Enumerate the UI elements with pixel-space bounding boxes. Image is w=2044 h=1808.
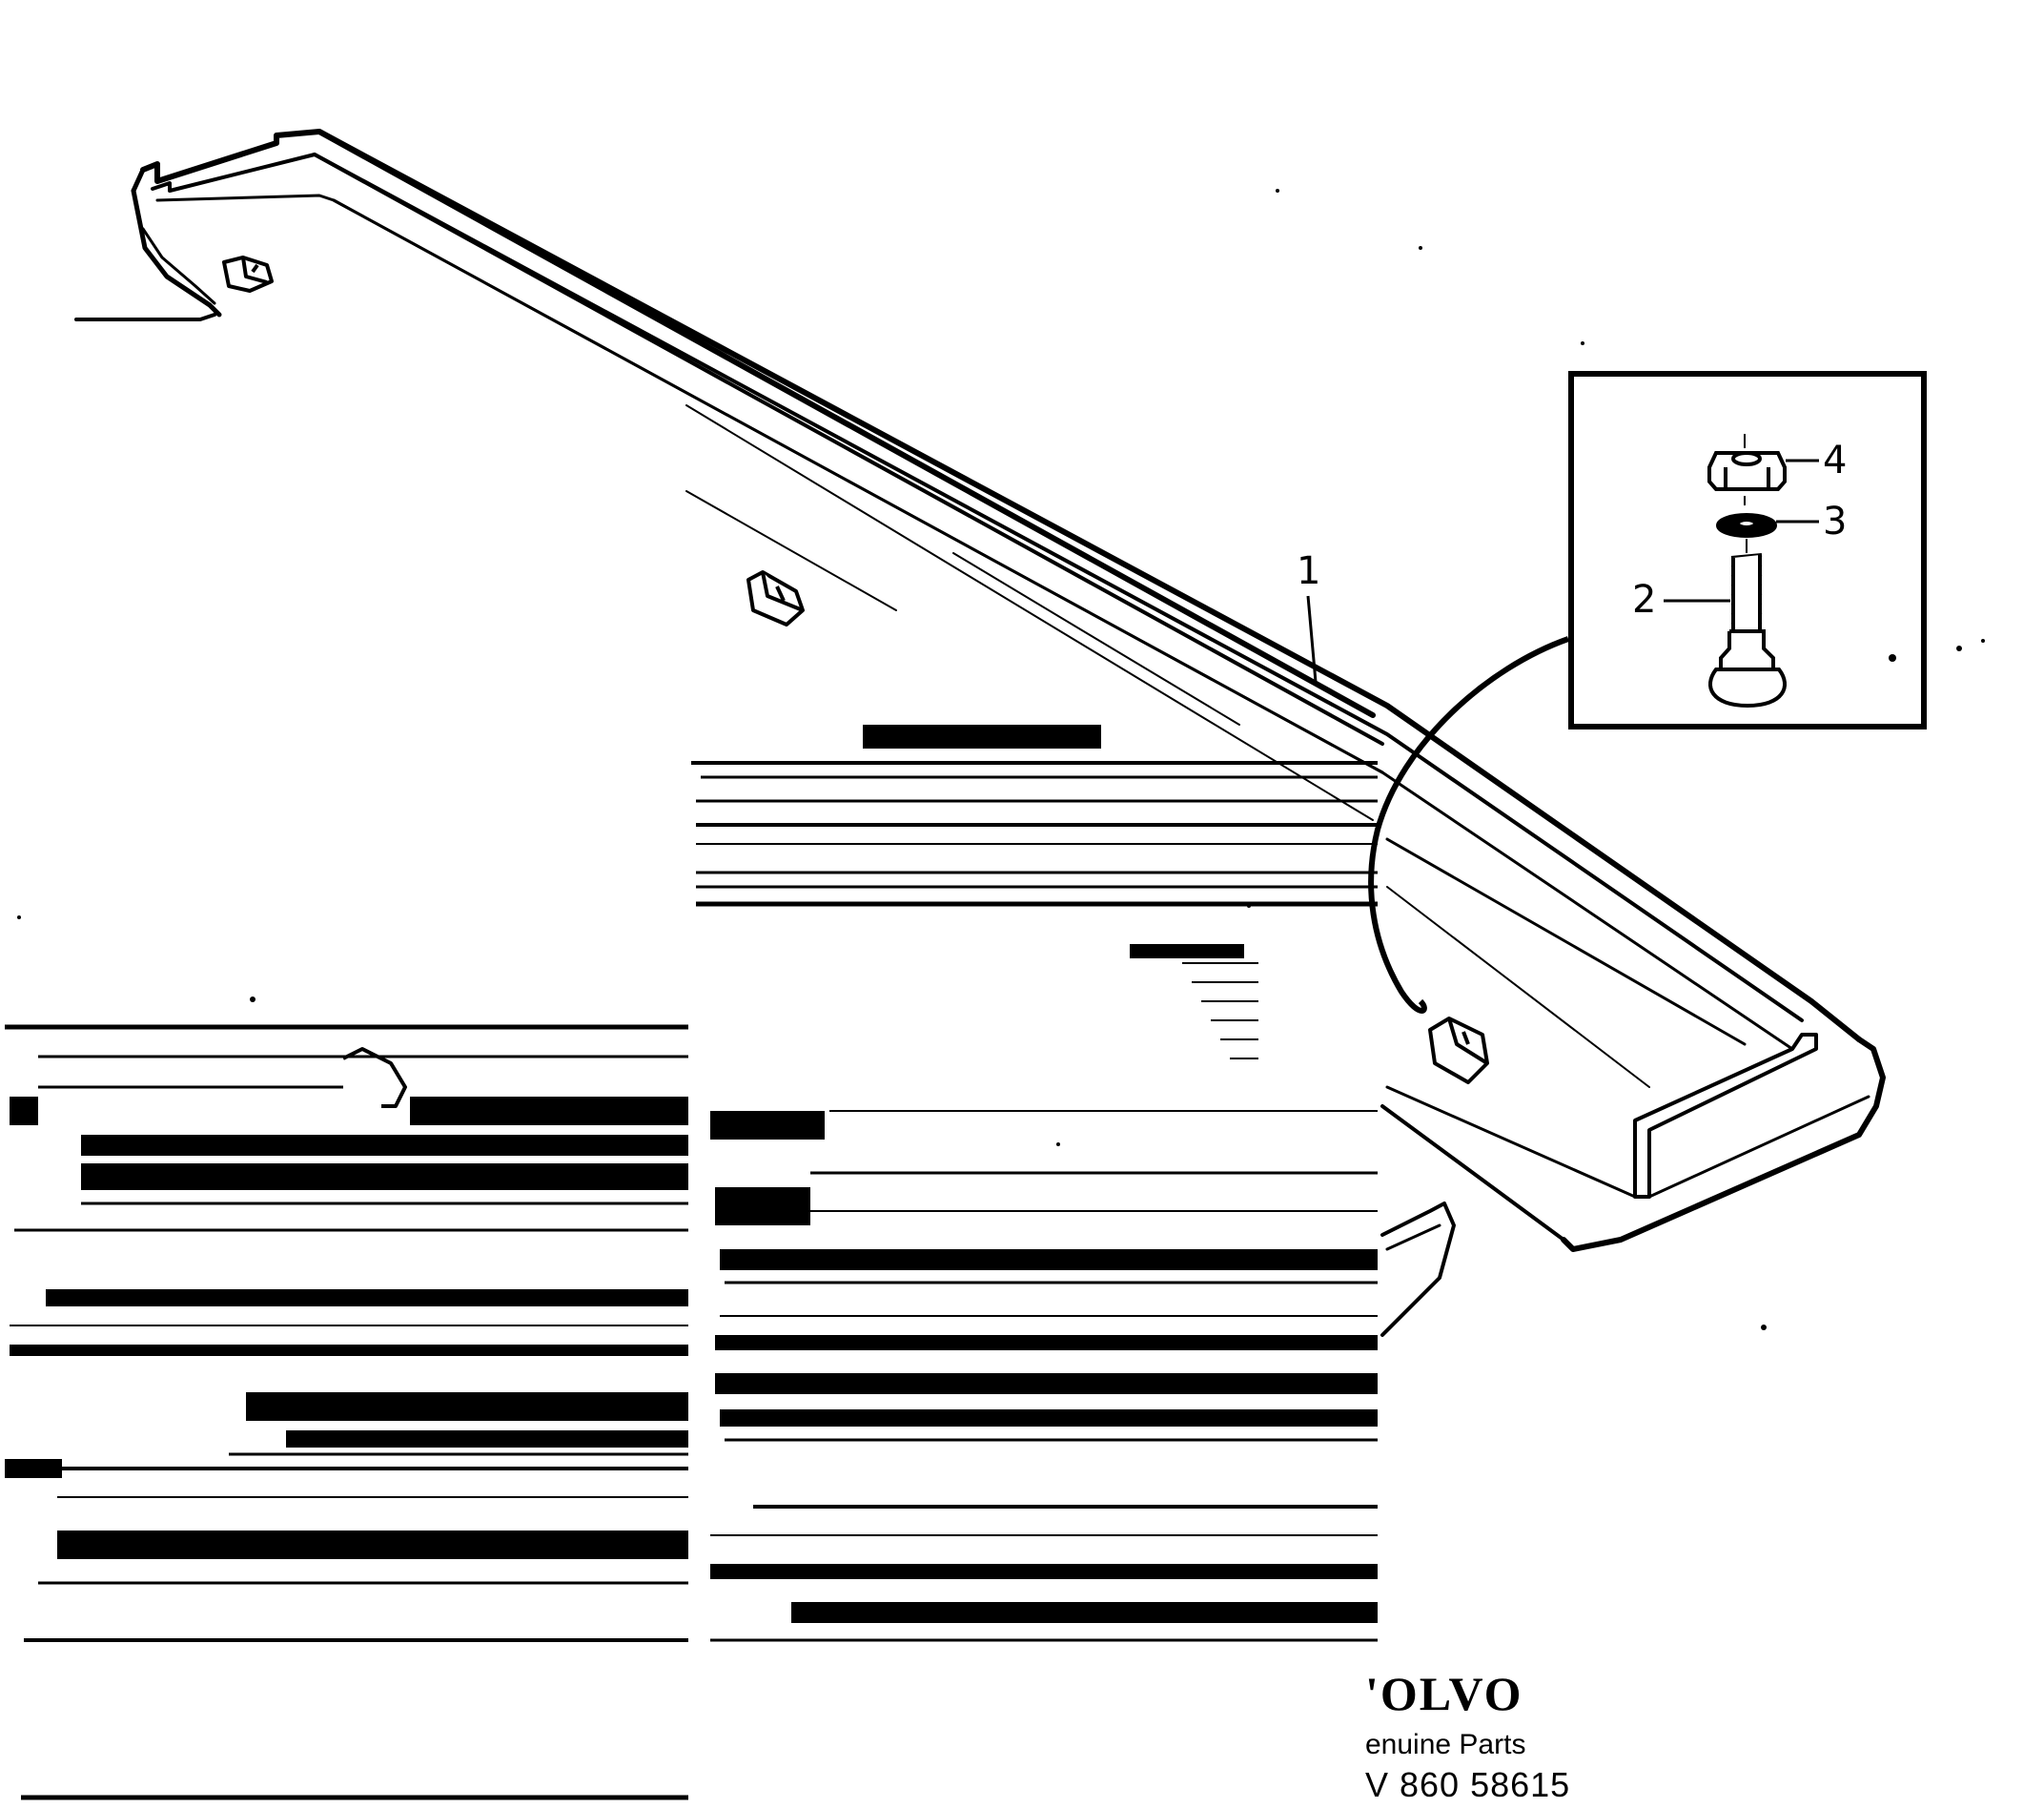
callout-3-label: 3 [1823,500,1847,544]
callout-2-label: 2 [1632,578,1656,622]
detail-circle-icon [1368,636,1569,1014]
mounting-clip-icon [222,256,274,293]
mounting-clip-icon [342,1047,407,1108]
detail-inset-box: 4 3 2 [1568,371,1927,729]
brand-tagline: enuine Parts [1365,1729,1526,1760]
rear-spoiler-icon [74,129,1886,1337]
mounting-clip-icon [746,570,805,627]
callout-4-label: 4 [1823,439,1847,483]
inset-leaders [1664,459,1819,603]
mounting-clip-icon [1428,1017,1489,1084]
diagram-reference-code: V 860 58615 [1365,1765,1571,1804]
scan-specks [17,189,1985,1330]
brand-logo: 'OLVO [1365,1667,1523,1720]
hex-nut-icon [1707,434,1787,505]
brand-block: 'OLVO enuine Parts V 860 58615 [1365,1669,1651,1806]
washer-icon [1716,513,1777,538]
stud-bolt-icon [1707,539,1788,709]
scan-artifact-band-center [691,725,1378,1642]
scan-artifact-band-left [5,1024,688,1800]
callout-1-label: 1 [1297,549,1320,593]
callout-1-leader [1306,595,1318,683]
